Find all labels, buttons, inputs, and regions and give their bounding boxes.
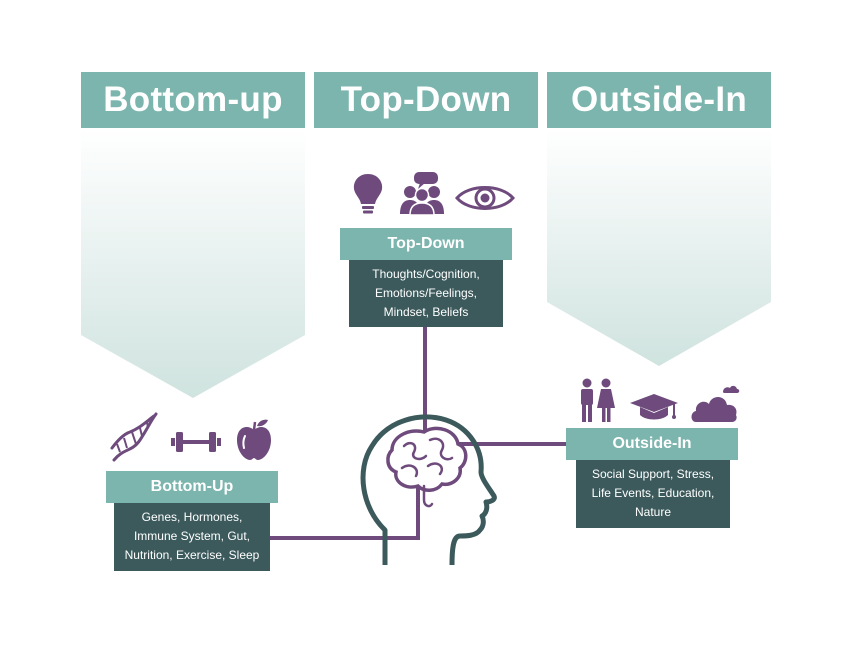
column-header-bottom-up: Bottom-up — [81, 72, 305, 128]
bottom-up-line: Immune System, Gut, — [133, 529, 251, 543]
bottom-up-box-body: Genes, Hormones, Immune System, Gut, Nut… — [114, 503, 270, 571]
outside-in-line: Social Support, Stress, — [591, 467, 715, 481]
column-header-outside-in: Outside-In — [547, 72, 771, 128]
head-brain-icon — [360, 414, 497, 566]
top-down-line: Thoughts/Cognition, — [372, 267, 480, 281]
bottom-up-line: Nutrition, Exercise, Sleep — [124, 548, 260, 562]
dna-icon — [110, 412, 158, 462]
bottom-up-arrow — [81, 128, 305, 398]
apple-icon — [237, 419, 271, 460]
outside-in-line: Life Events, Education, — [591, 486, 715, 500]
top-down-box-title: Top-Down — [340, 228, 512, 260]
couple-icon — [581, 378, 615, 422]
graduation-cap-icon — [630, 394, 678, 420]
cloud-icon — [691, 385, 740, 422]
eye-icon — [455, 186, 515, 210]
dumbbell-icon — [171, 432, 221, 452]
outside-in-box-title: Outside-In — [566, 428, 738, 460]
column-header-top-down: Top-Down — [314, 72, 538, 128]
top-down-box-body: Thoughts/Cognition, Emotions/Feelings, M… — [349, 260, 503, 327]
bottom-up-connector — [270, 478, 420, 540]
people-group-icon — [400, 172, 444, 216]
bottom-up-box-title: Bottom-Up — [106, 471, 278, 503]
top-down-line: Mindset, Beliefs — [383, 305, 469, 319]
lightbulb-icon — [353, 174, 383, 214]
bottom-up-line: Genes, Hormones, — [141, 510, 243, 524]
top-down-line: Emotions/Feelings, — [374, 286, 478, 300]
outside-in-box-body: Social Support, Stress, Life Events, Edu… — [576, 460, 730, 528]
outside-in-line: Nature — [634, 505, 672, 519]
outside-in-arrow — [547, 128, 771, 366]
